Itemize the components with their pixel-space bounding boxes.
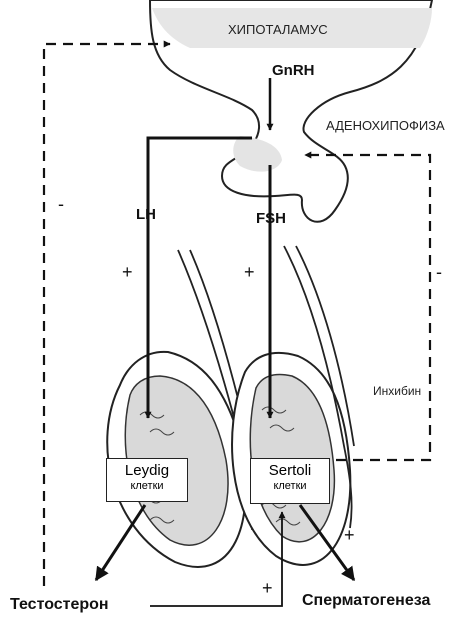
lh-plus-sign: + [122, 262, 133, 283]
spermatogenesis-label: Сперматогенеза [302, 592, 430, 610]
sertoli-title: Sertoli [251, 462, 329, 479]
spermatogenesis-plus-sign: + [344, 525, 355, 546]
inhibin-label: Инхибин [373, 384, 421, 398]
adenohypophysis-label: АДЕНОХИПОФИЗА [326, 118, 445, 133]
fsh-label: FSH [256, 210, 286, 227]
lh-label: LH [136, 206, 156, 223]
sertoli-cells-box: Sertoli клетки [250, 458, 330, 504]
hypothalamus-label: ХИПОТАЛАМУС [228, 22, 328, 37]
left-feedback-sign: - [58, 194, 64, 215]
right-testis [232, 246, 354, 565]
gnrh-label: GnRH [272, 62, 315, 79]
fsh-plus-sign: + [244, 262, 255, 283]
testosterone-output-arrow [96, 505, 145, 580]
leydig-title: Leydig [107, 462, 187, 479]
leydig-subtitle: клетки [107, 480, 187, 492]
testosterone-plus-sign: + [262, 578, 273, 599]
testosterone-label: Тестостерон [10, 596, 109, 614]
leydig-cells-box: Leydig клетки [106, 458, 188, 502]
sertoli-subtitle: клетки [251, 480, 329, 492]
right-feedback-sign: - [436, 262, 442, 283]
left-testis [107, 250, 253, 567]
